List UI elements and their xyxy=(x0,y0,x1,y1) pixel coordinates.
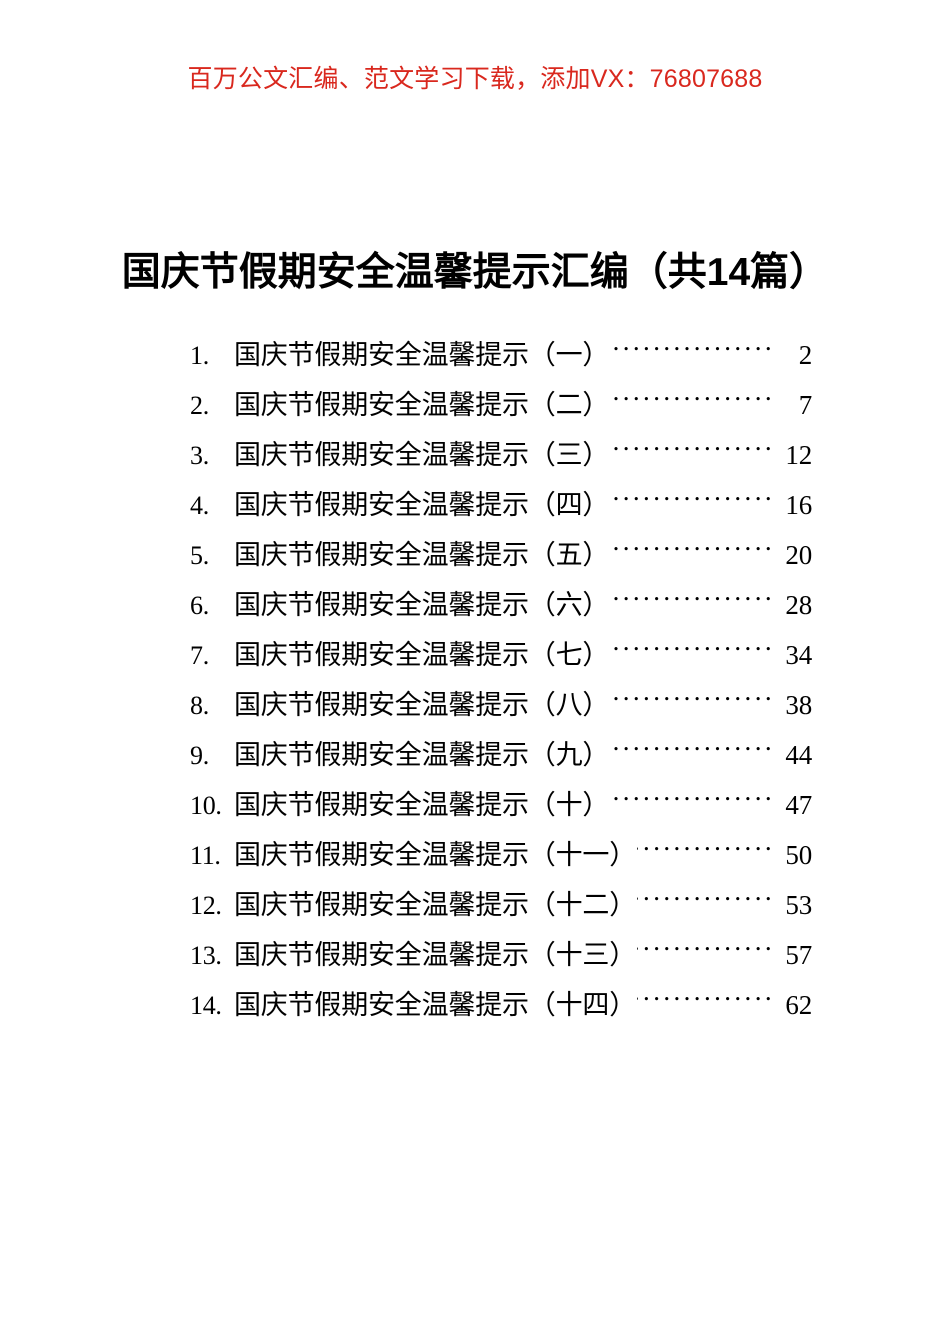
toc-entry-page-number: 38 xyxy=(785,690,812,720)
toc-entry-number: 12. xyxy=(190,891,222,920)
toc-dot-leader xyxy=(610,687,775,714)
toc-entry-label: 国庆节假期安全温馨提示（六） xyxy=(234,590,610,620)
toc-dot-leader xyxy=(637,937,775,964)
toc-entry-number: 14. xyxy=(190,991,222,1020)
toc-entry[interactable]: 13. 国庆节假期安全温馨提示（十三） 57 xyxy=(190,930,812,980)
toc-entry-page-number: 12 xyxy=(785,440,812,470)
toc-dot-leader xyxy=(637,987,775,1014)
toc-entry-label: 国庆节假期安全温馨提示（十三） xyxy=(234,940,636,970)
toc-entry-page-number: 47 xyxy=(785,790,812,820)
toc-entry-page-number: 2 xyxy=(798,340,813,370)
toc-entry[interactable]: 1. 国庆节假期安全温馨提示（一） 2 xyxy=(190,330,812,380)
toc-dot-leader xyxy=(610,337,775,364)
toc-entry-label: 国庆节假期安全温馨提示（九） xyxy=(234,740,610,770)
toc-entry-page-number: 7 xyxy=(798,390,813,420)
toc-dot-leader xyxy=(637,837,775,864)
toc-entry-page-number: 34 xyxy=(785,640,812,670)
toc-entry[interactable]: 5. 国庆节假期安全温馨提示（五） 20 xyxy=(190,530,812,580)
toc-entry-label: 国庆节假期安全温馨提示（四） xyxy=(234,490,610,520)
promo-header-text: 百万公文汇编、范文学习下载，添加VX：76807688 xyxy=(187,65,763,93)
toc-entry-number: 11. xyxy=(190,841,221,870)
toc-entry-label: 国庆节假期安全温馨提示（一） xyxy=(234,340,610,370)
toc-entry-page-number: 53 xyxy=(785,890,812,920)
toc-entry-number: 13. xyxy=(190,941,222,970)
toc-entry[interactable]: 4. 国庆节假期安全温馨提示（四） 16 xyxy=(190,480,812,530)
toc-entry[interactable]: 6. 国庆节假期安全温馨提示（六） 28 xyxy=(190,580,812,630)
toc-entry-page-number: 28 xyxy=(785,590,812,620)
toc-entry-number: 3. xyxy=(190,441,209,470)
toc-entry[interactable]: 10. 国庆节假期安全温馨提示（十） 47 xyxy=(190,780,812,830)
toc-entry-label: 国庆节假期安全温馨提示（十一） xyxy=(234,840,636,870)
toc-entry-page-number: 16 xyxy=(785,490,812,520)
toc-entry-number: 1. xyxy=(190,341,209,370)
toc-entry-label: 国庆节假期安全温馨提示（七） xyxy=(234,640,610,670)
toc-entry-page-number: 20 xyxy=(785,540,812,570)
toc-entry-label: 国庆节假期安全温馨提示（十二） xyxy=(234,890,636,920)
toc-dot-leader xyxy=(610,637,775,664)
toc-entry-label: 国庆节假期安全温馨提示（十） xyxy=(234,790,610,820)
toc-entry-label: 国庆节假期安全温馨提示（二） xyxy=(234,390,610,420)
toc-dot-leader xyxy=(610,437,775,464)
table-of-contents: 1. 国庆节假期安全温馨提示（一） 2 2. 国庆节假期安全温馨提示（二） 7 3. 国庆节假… xyxy=(190,330,812,1030)
toc-entry-page-number: 50 xyxy=(785,840,812,870)
toc-dot-leader xyxy=(610,487,775,514)
toc-dot-leader xyxy=(637,887,775,914)
toc-entry[interactable]: 3. 国庆节假期安全温馨提示（三） 12 xyxy=(190,430,812,480)
toc-dot-leader xyxy=(610,587,775,614)
toc-entry-page-number: 57 xyxy=(785,940,812,970)
toc-entry[interactable]: 8. 国庆节假期安全温馨提示（八） 38 xyxy=(190,680,812,730)
toc-entry[interactable]: 2. 国庆节假期安全温馨提示（二） 7 xyxy=(190,380,812,430)
toc-entry[interactable]: 14. 国庆节假期安全温馨提示（十四） 62 xyxy=(190,980,812,1030)
toc-entry[interactable]: 11. 国庆节假期安全温馨提示（十一） 50 xyxy=(190,830,812,880)
toc-entry[interactable]: 7. 国庆节假期安全温馨提示（七） 34 xyxy=(190,630,812,680)
toc-dot-leader xyxy=(610,387,775,414)
toc-entry-label: 国庆节假期安全温馨提示（五） xyxy=(234,540,610,570)
toc-entry-number: 4. xyxy=(190,491,209,520)
toc-entry[interactable]: 12. 国庆节假期安全温馨提示（十二） 53 xyxy=(190,880,812,930)
toc-entry-number: 10. xyxy=(190,791,222,820)
toc-entry-number: 9. xyxy=(190,741,209,770)
toc-entry-number: 2. xyxy=(190,391,209,420)
toc-entry-label: 国庆节假期安全温馨提示（八） xyxy=(234,690,610,720)
toc-entry-label: 国庆节假期安全温馨提示（三） xyxy=(234,440,610,470)
toc-entry-number: 8. xyxy=(190,691,209,720)
toc-entry-number: 5. xyxy=(190,541,209,570)
toc-entry-page-number: 62 xyxy=(785,990,812,1020)
toc-entry-label: 国庆节假期安全温馨提示（十四） xyxy=(234,990,636,1020)
toc-entry-number: 6. xyxy=(190,591,209,620)
toc-entry-number: 7. xyxy=(190,641,209,670)
toc-dot-leader xyxy=(610,737,775,764)
page-title: 国庆节假期安全温馨提示汇编（共14篇） xyxy=(121,251,829,295)
toc-entry[interactable]: 9. 国庆节假期安全温馨提示（九） 44 xyxy=(190,730,812,780)
toc-dot-leader xyxy=(610,537,775,564)
toc-entry-page-number: 44 xyxy=(785,740,812,770)
toc-dot-leader xyxy=(610,787,775,814)
